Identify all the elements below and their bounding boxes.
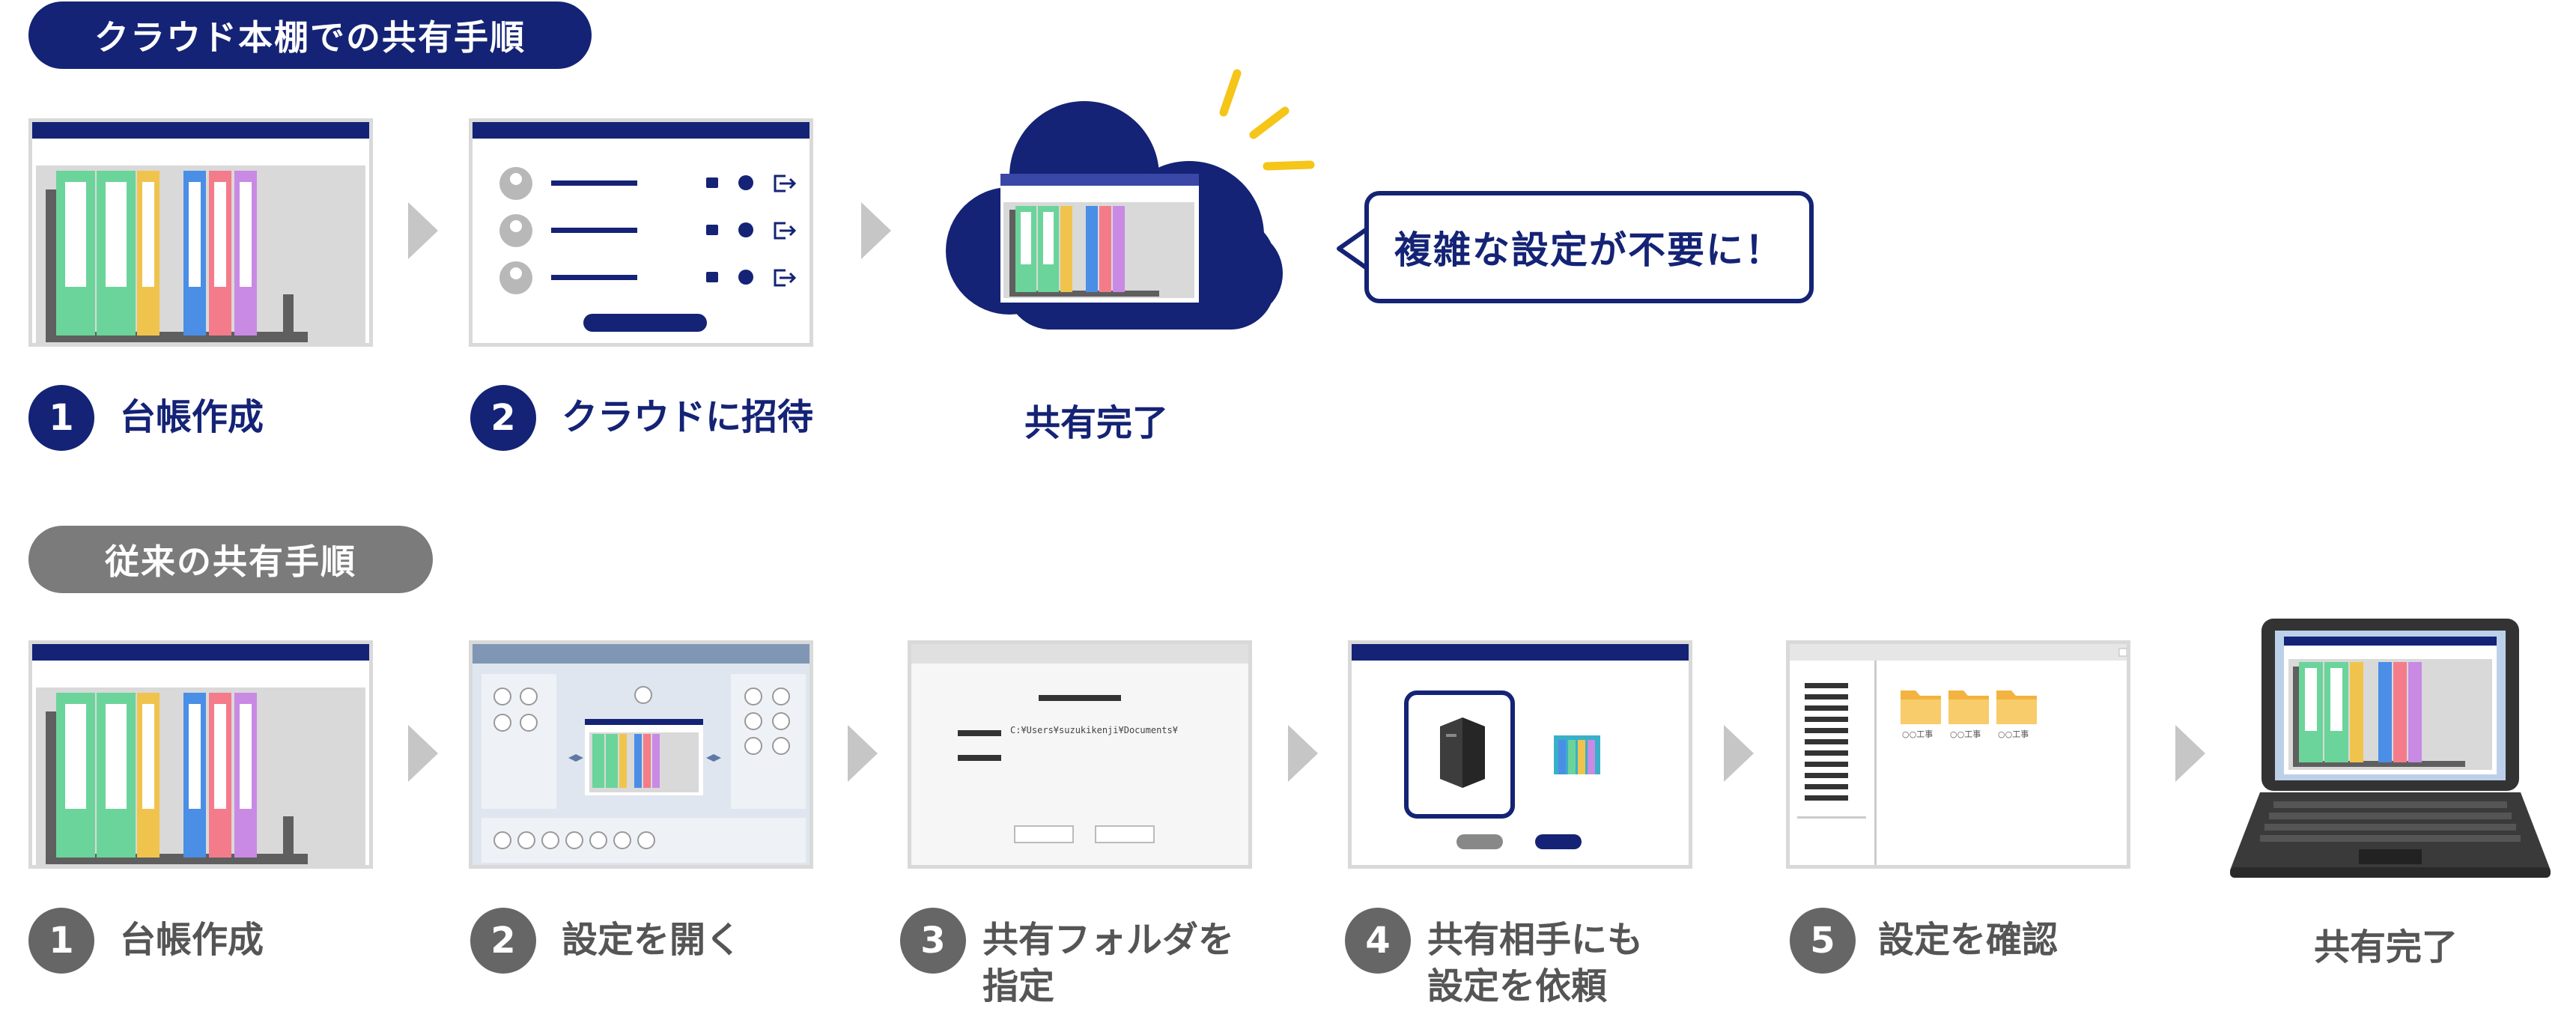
traditional-step-1: 1 台帳作成 — [28, 908, 264, 974]
step-label: 台帳作成 — [120, 396, 264, 438]
step-number-badge: 5 — [1790, 908, 1856, 974]
traditional-step-3: 3 共有フォルダを 指定 — [900, 908, 1234, 1010]
step-arrow — [408, 725, 438, 782]
step-number-badge: 4 — [1345, 908, 1411, 974]
step-arrow — [408, 202, 438, 259]
step-arrow — [2175, 725, 2205, 782]
traditional-step-4: 4 共有相手にも 設定を依頼 — [1345, 908, 1643, 1010]
step-number-badge: 1 — [28, 908, 94, 974]
settings-screen-illustration — [469, 640, 813, 869]
step-arrow — [1724, 725, 1754, 782]
ledger-screen-illustration — [28, 640, 373, 869]
step-label: 台帳作成 — [120, 919, 264, 961]
callout-bubble: 複雑な設定が不要に！ — [1364, 191, 1814, 303]
laptop-illustration — [2230, 619, 2551, 878]
step-number-badge: 2 — [470, 908, 536, 974]
step-label: 共有フォルダを 指定 — [982, 919, 1235, 1007]
cloud-complete-label: 共有完了 — [1024, 402, 1169, 444]
server-request-illustration — [1348, 640, 1692, 869]
shared-folder-dialog-illustration: C:¥Users¥suzukikenji¥Documents¥ — [908, 640, 1252, 869]
traditional-step-5: 5 設定を確認 — [1790, 908, 2058, 974]
cloud-section-title: クラウド本棚での共有手順 — [28, 1, 592, 69]
folder-caption: ○○工事 — [1950, 729, 1981, 739]
step-arrow — [861, 202, 891, 259]
traditional-complete-label: 共有完了 — [2314, 926, 2458, 968]
folder-caption: ○○工事 — [1998, 729, 2029, 739]
cloud-share-illustration — [946, 101, 1283, 330]
folder-caption: ○○工事 — [1902, 729, 1933, 739]
step-arrow — [848, 725, 878, 782]
cloud-step-2: 2 クラウドに招待 — [470, 385, 813, 451]
traditional-step-2: 2 設定を開く — [470, 908, 741, 974]
invite-screen-illustration — [469, 118, 813, 347]
step-number-badge: 1 — [28, 385, 94, 451]
step-label: 設定を確認 — [1878, 919, 2059, 961]
step-arrow — [1288, 725, 1318, 782]
explorer-confirm-illustration: ○○工事 ○○工事 ○○工事 — [1786, 640, 2130, 869]
ledger-screen-illustration — [28, 118, 373, 347]
step-label: 設定を開く — [562, 919, 742, 961]
step-number-badge: 3 — [900, 908, 966, 974]
callout-pointer — [1337, 225, 1370, 272]
folder-path-text: C:¥Users¥suzukikenji¥Documents¥ — [1010, 725, 1178, 735]
traditional-section-title: 従来の共有手順 — [28, 526, 433, 593]
step-label: 共有相手にも 設定を依頼 — [1427, 919, 1644, 1007]
step-label: クラウドに招待 — [562, 396, 814, 438]
step-number-badge: 2 — [470, 385, 536, 451]
cloud-step-1: 1 台帳作成 — [28, 385, 264, 451]
sparkle-lines-icon — [1219, 69, 1315, 171]
